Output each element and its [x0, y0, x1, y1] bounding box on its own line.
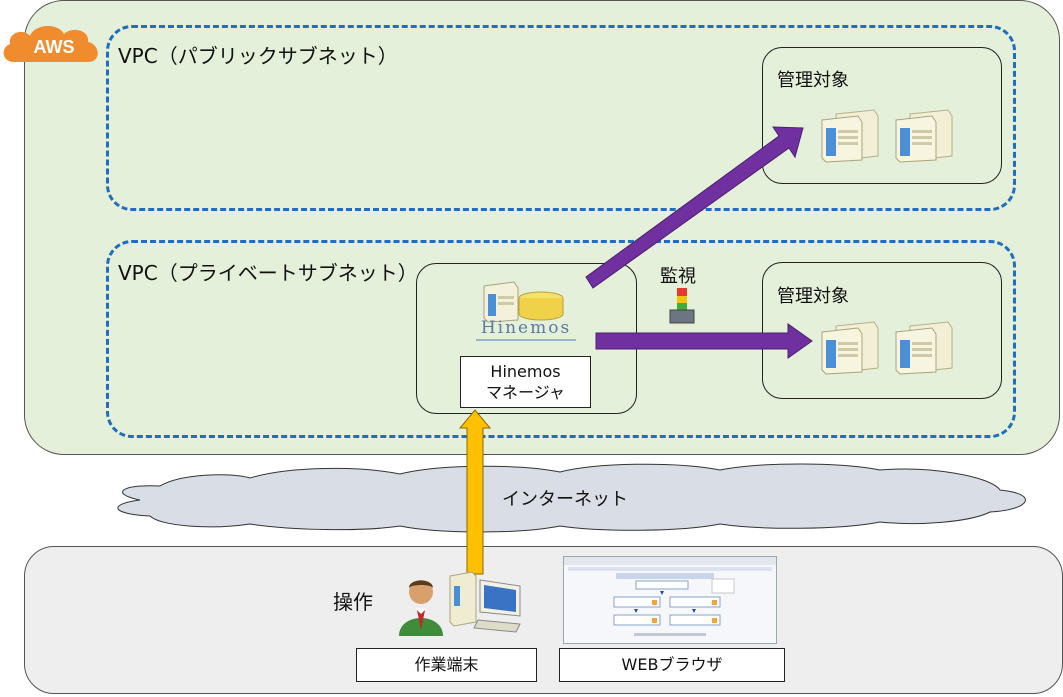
hinemos-manager-label-line2: マネージャ [486, 383, 565, 402]
signal-tower-icon [669, 288, 695, 324]
aws-cloud-icon: AWS [3, 25, 98, 62]
server-icon [895, 321, 953, 375]
web-browser-screenshot [563, 556, 777, 644]
vpc-private-subnet [106, 240, 1016, 438]
managed-targets-private [762, 262, 1002, 399]
hinemos-manager-label: Hinemos マネージャ [460, 356, 591, 408]
monitor-label: 監視 [660, 266, 696, 287]
work-terminal-label: 作業端末 [356, 648, 537, 682]
hinemos-server-db-icon [483, 281, 564, 323]
hinemos-logo-text: Hinemos [480, 318, 572, 338]
aws-label: AWS [33, 37, 74, 57]
vpc-public-subnet [106, 25, 1016, 211]
web-browser-label: WEBブラウザ [559, 648, 785, 682]
server-icon [821, 321, 879, 375]
operator-environment [24, 546, 1063, 694]
web-browser-thumbnail [564, 557, 776, 636]
operation-label: 操作 [333, 590, 373, 614]
person-icon [399, 580, 443, 636]
managed-targets-public [762, 47, 1002, 184]
hinemos-manager-label-line1: Hinemos [490, 362, 561, 381]
vpc-private-label: VPC（プライベートサブネット） [118, 261, 418, 285]
managed-targets-private-label: 管理対象 [777, 286, 849, 307]
work-terminal-icon [449, 571, 521, 633]
server-icon [895, 109, 953, 163]
hinemos-logo-underline [476, 339, 576, 341]
managed-targets-public-label: 管理対象 [777, 70, 849, 91]
server-icon [821, 109, 879, 163]
vpc-public-label: VPC（パブリックサブネット） [118, 44, 398, 68]
internet-label: インターネット [502, 489, 628, 510]
